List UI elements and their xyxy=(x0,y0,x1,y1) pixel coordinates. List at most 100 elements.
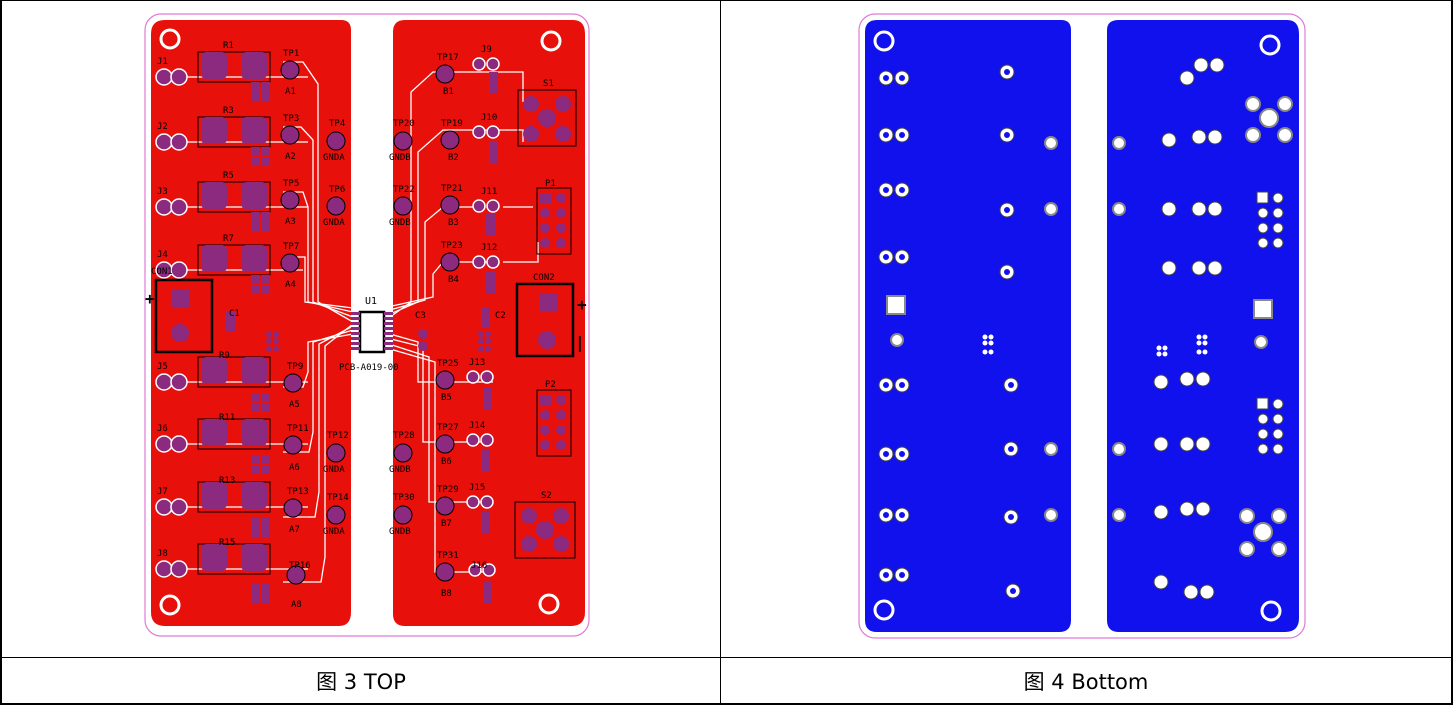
right-signal-label: B3 xyxy=(448,218,459,228)
pcb-top-layer-image: + | + | xyxy=(144,13,590,637)
gnda-tp-label: TP14 xyxy=(327,493,349,503)
left-r-label: R15 xyxy=(219,538,235,548)
caption-bottom: 图 4 Bottom xyxy=(1023,670,1149,694)
table-center-border xyxy=(720,0,721,705)
left-j-label: J8 xyxy=(157,549,168,559)
left-r-label: R5 xyxy=(223,171,234,181)
mount-hole-bl xyxy=(159,594,181,616)
right-tp-label: TP25 xyxy=(437,359,459,369)
u1-chip xyxy=(351,310,428,354)
con2-plus: + xyxy=(577,295,587,314)
c3-label: C3 xyxy=(415,311,426,321)
table-left-border xyxy=(0,0,2,705)
left-r-label: R1 xyxy=(223,41,234,51)
gndb-tp-label: TP20 xyxy=(393,119,415,129)
left-j-label: J2 xyxy=(157,122,168,132)
s2-switch xyxy=(514,501,576,559)
gndb-tp-label: TP30 xyxy=(393,493,415,503)
mount-hole-tr xyxy=(540,30,562,52)
left-channels xyxy=(155,51,306,603)
left-signal-label: A6 xyxy=(289,463,300,473)
gndb-tp-label: TP28 xyxy=(393,431,415,441)
left-r-label: R7 xyxy=(223,234,234,244)
right-j-label: J9 xyxy=(481,45,492,55)
p2-label: P2 xyxy=(545,380,556,390)
right-signal-label: B5 xyxy=(441,393,452,403)
left-signal-label: A5 xyxy=(289,400,300,410)
board-outline-bottom xyxy=(858,13,1306,639)
con2-minus: | xyxy=(575,333,585,353)
right-signal-label: B7 xyxy=(441,519,452,529)
left-tp-label: TP11 xyxy=(287,424,309,434)
table-top-border xyxy=(0,0,1453,1)
right-signal-label: B1 xyxy=(443,87,454,97)
gnda-net-label: GNDA xyxy=(323,465,345,475)
gnda-tp-label: TP6 xyxy=(329,185,345,195)
caption-top: 图 3 TOP xyxy=(316,670,406,694)
con1-minus: | xyxy=(151,327,161,347)
gndb-net-label: GNDB xyxy=(389,218,411,228)
right-tp-label: TP31 xyxy=(437,551,459,561)
right-tp-label: TP19 xyxy=(441,119,463,129)
p2-header xyxy=(536,389,572,457)
right-j-label: J13 xyxy=(469,358,485,368)
gndb-net-label: GNDB xyxy=(389,527,411,537)
left-j-label: J4 xyxy=(157,250,168,260)
left-tp-label: TP5 xyxy=(283,179,299,189)
left-signal-label: A8 xyxy=(291,600,302,610)
left-tp-label: TP7 xyxy=(283,242,299,252)
top-copper-left xyxy=(151,20,351,626)
p1-label: P1 xyxy=(545,179,556,189)
board-outline xyxy=(144,13,590,637)
left-signal-label: A2 xyxy=(285,152,296,162)
c1-label: C1 xyxy=(229,309,240,319)
left-j-label: J1 xyxy=(157,57,168,67)
s1-label: S1 xyxy=(543,79,554,89)
right-tp-label: TP17 xyxy=(437,53,459,63)
con2-connector: + | xyxy=(481,282,587,358)
s2-label: S2 xyxy=(541,491,552,501)
left-tp-label: TP13 xyxy=(287,487,309,497)
gndb-tp-label: TP22 xyxy=(393,185,415,195)
right-j-label: J12 xyxy=(481,243,497,253)
right-tp-label: TP21 xyxy=(441,184,463,194)
left-j-label: J7 xyxy=(157,487,168,497)
gnda-net-label: GNDA xyxy=(323,153,345,163)
bottom-copper-left xyxy=(865,20,1071,632)
u1-label: U1 xyxy=(365,296,377,307)
left-signal-label: A7 xyxy=(289,525,300,535)
right-tp-label: TP23 xyxy=(441,241,463,251)
left-r-label: R9 xyxy=(219,351,230,361)
board-code-label: PCB-A019-00 xyxy=(339,363,399,373)
gndb-net-label: GNDB xyxy=(389,153,411,163)
right-signal-label: B4 xyxy=(448,275,459,285)
table-bottom-border xyxy=(0,703,1453,705)
right-j-label: J15 xyxy=(469,483,485,493)
gnda-net-label: GNDA xyxy=(323,218,345,228)
left-r-label: R11 xyxy=(219,413,235,423)
right-j-label: J14 xyxy=(469,421,485,431)
left-signal-label: A1 xyxy=(285,87,296,97)
right-j-label: J16 xyxy=(471,561,487,571)
pcb-bottom-layer-image xyxy=(858,13,1306,639)
right-tp-label: TP29 xyxy=(437,485,459,495)
left-tp-label: TP16 xyxy=(289,561,311,571)
right-tp-label: TP27 xyxy=(437,423,459,433)
s1-switch xyxy=(517,89,577,147)
con1-plus: + xyxy=(145,289,155,308)
right-signal-label: B2 xyxy=(448,153,459,163)
left-j-label: J3 xyxy=(157,187,168,197)
left-signal-label: A4 xyxy=(285,280,296,290)
left-signal-label: A3 xyxy=(285,217,296,227)
table-mid-border xyxy=(0,657,1453,658)
c2-label: C2 xyxy=(495,311,506,321)
left-tp-label: TP1 xyxy=(283,49,299,59)
table-right-border xyxy=(1451,0,1453,705)
gnda-net-label: GNDA xyxy=(323,527,345,537)
left-tp-label: TP3 xyxy=(283,114,299,124)
con2-label: CON2 xyxy=(533,273,555,283)
mount-hole-br xyxy=(538,593,560,615)
gnda-tp-label: TP4 xyxy=(329,119,345,129)
left-r-label: R3 xyxy=(223,106,234,116)
